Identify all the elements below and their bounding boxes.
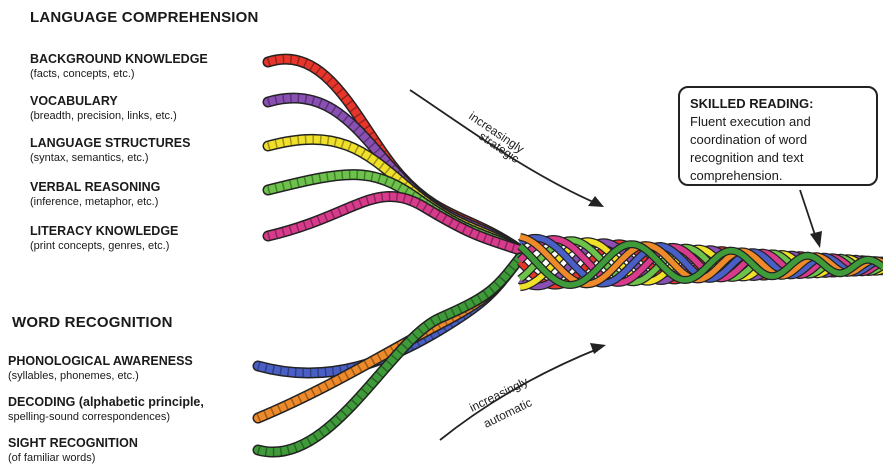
strand-outline [258,258,520,418]
strand-title: DECODING (alphabetic principle, [8,395,204,410]
word-recognition-heading: WORD RECOGNITION [12,314,173,331]
skilled-reading-callout: SKILLED READING: Fluent execution and co… [678,86,878,186]
callout-pointer-line [800,190,816,238]
strand-detail: spelling-sound correspondences) [8,410,204,425]
callout-line: comprehension. [690,167,866,185]
braided-rope [520,237,883,287]
strand-detail: (syllables, phonemes, etc.) [8,369,193,384]
strand-detail: (facts, concepts, etc.) [30,67,208,82]
strand-twist-marks [258,258,520,418]
automatic-arrow-curve [440,348,600,440]
callout-line: coordination of word [690,131,866,149]
increasingly-automatic-arrow: increasingly automatic [440,343,606,440]
strand-detail: (syntax, semantics, etc.) [30,151,190,166]
callout-title: SKILLED READING: [690,95,866,113]
strand-label-background-knowledge: BACKGROUND KNOWLEDGE (facts, concepts, e… [30,52,208,82]
strand-title: LITERACY KNOWLEDGE [30,224,178,239]
strand-2 [258,258,520,418]
strand-detail: (of familiar words) [8,451,138,466]
strand-title: VOCABULARY [30,94,177,109]
strand-title: SIGHT RECOGNITION [8,436,138,451]
strand-detail: (inference, metaphor, etc.) [30,195,160,210]
strand-label-literacy-knowledge: LITERACY KNOWLEDGE (print concepts, genr… [30,224,178,254]
callout-pointer-arrow [800,190,822,248]
strand-label-vocabulary: VOCABULARY (breadth, precision, links, e… [30,94,177,124]
strand-title: VERBAL REASONING [30,180,160,195]
strand-detail: (print concepts, genres, etc.) [30,239,178,254]
automatic-arrow-head [590,343,606,354]
strand-detail: (breadth, precision, links, etc.) [30,109,177,124]
strand-title: BACKGROUND KNOWLEDGE [30,52,208,67]
strand-label-language-structures: LANGUAGE STRUCTURES (syntax, semantics, … [30,136,190,166]
strand-label-sight-recognition: SIGHT RECOGNITION (of familiar words) [8,436,138,466]
strand-label-phonological-awareness: PHONOLOGICAL AWARENESS (syllables, phone… [8,354,193,384]
strand-title: LANGUAGE STRUCTURES [30,136,190,151]
language-comprehension-heading: LANGUAGE COMPREHENSION [30,9,259,26]
strand-label-verbal-reasoning: VERBAL REASONING (inference, metaphor, e… [30,180,160,210]
word-recognition-strands [258,258,520,452]
callout-pointer-head [810,231,822,248]
callout-line: Fluent execution and [690,113,866,131]
increasingly-strategic-arrow: increasingly strategic [410,90,604,207]
strand-label-decoding: DECODING (alphabetic principle, spelling… [8,395,204,425]
callout-line: recognition and text [690,149,866,167]
strand-title: PHONOLOGICAL AWARENESS [8,354,193,369]
language-comprehension-strands [268,59,520,250]
